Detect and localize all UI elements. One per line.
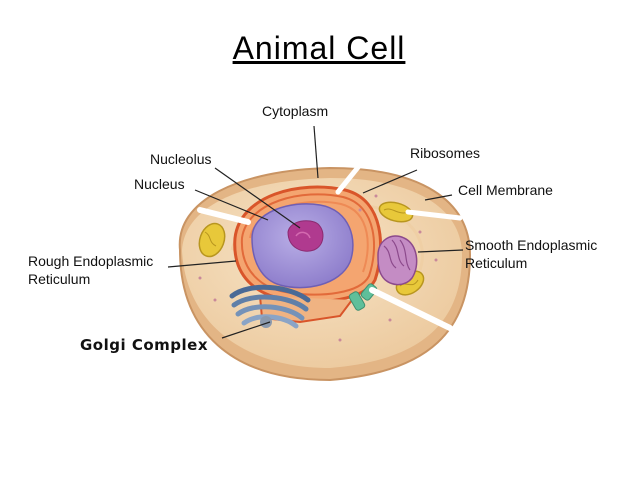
leader-lines — [167, 125, 464, 339]
leader-golgi — [221, 321, 271, 339]
label-rough-er: Rough Endoplasmic Reticulum — [28, 252, 153, 288]
label-smooth-er: Smooth Endoplasmic Reticulum — [465, 236, 597, 272]
label-cell-membrane: Cell Membrane — [458, 182, 553, 198]
leader-rough-er — [167, 260, 237, 268]
mitochondrion-left — [198, 222, 226, 258]
golgi-complex — [229, 284, 311, 329]
leader-cytoplasm — [313, 125, 319, 179]
mitochondrion-top-right — [378, 201, 414, 223]
label-nucleus: Nucleus — [134, 176, 185, 192]
highlight-strokes — [197, 147, 463, 331]
leader-ribosomes — [362, 169, 418, 194]
leader-smooth-er — [417, 249, 464, 253]
label-smooth-er-line2: Reticulum — [465, 255, 528, 271]
leader-cell-membrane — [424, 194, 453, 201]
label-nucleolus: Nucleolus — [150, 151, 212, 167]
label-rough-er-line1: Rough Endoplasmic — [28, 253, 154, 269]
smooth-endoplasmic-reticulum — [377, 235, 418, 286]
label-rough-er-line2: Reticulum — [28, 271, 91, 287]
label-smooth-er-line1: Smooth Endoplasmic — [465, 237, 598, 253]
label-ribosomes: Ribosomes — [410, 145, 481, 161]
page-title: Animal Cell — [232, 30, 406, 66]
leader-nucleolus — [214, 167, 301, 229]
ribosomes-dots — [198, 194, 438, 342]
leader-nucleus — [194, 189, 269, 221]
nucleus — [251, 203, 354, 289]
label-golgi-complex: Golgi Complex — [80, 336, 209, 354]
label-cytoplasm: Cytoplasm — [262, 103, 329, 119]
